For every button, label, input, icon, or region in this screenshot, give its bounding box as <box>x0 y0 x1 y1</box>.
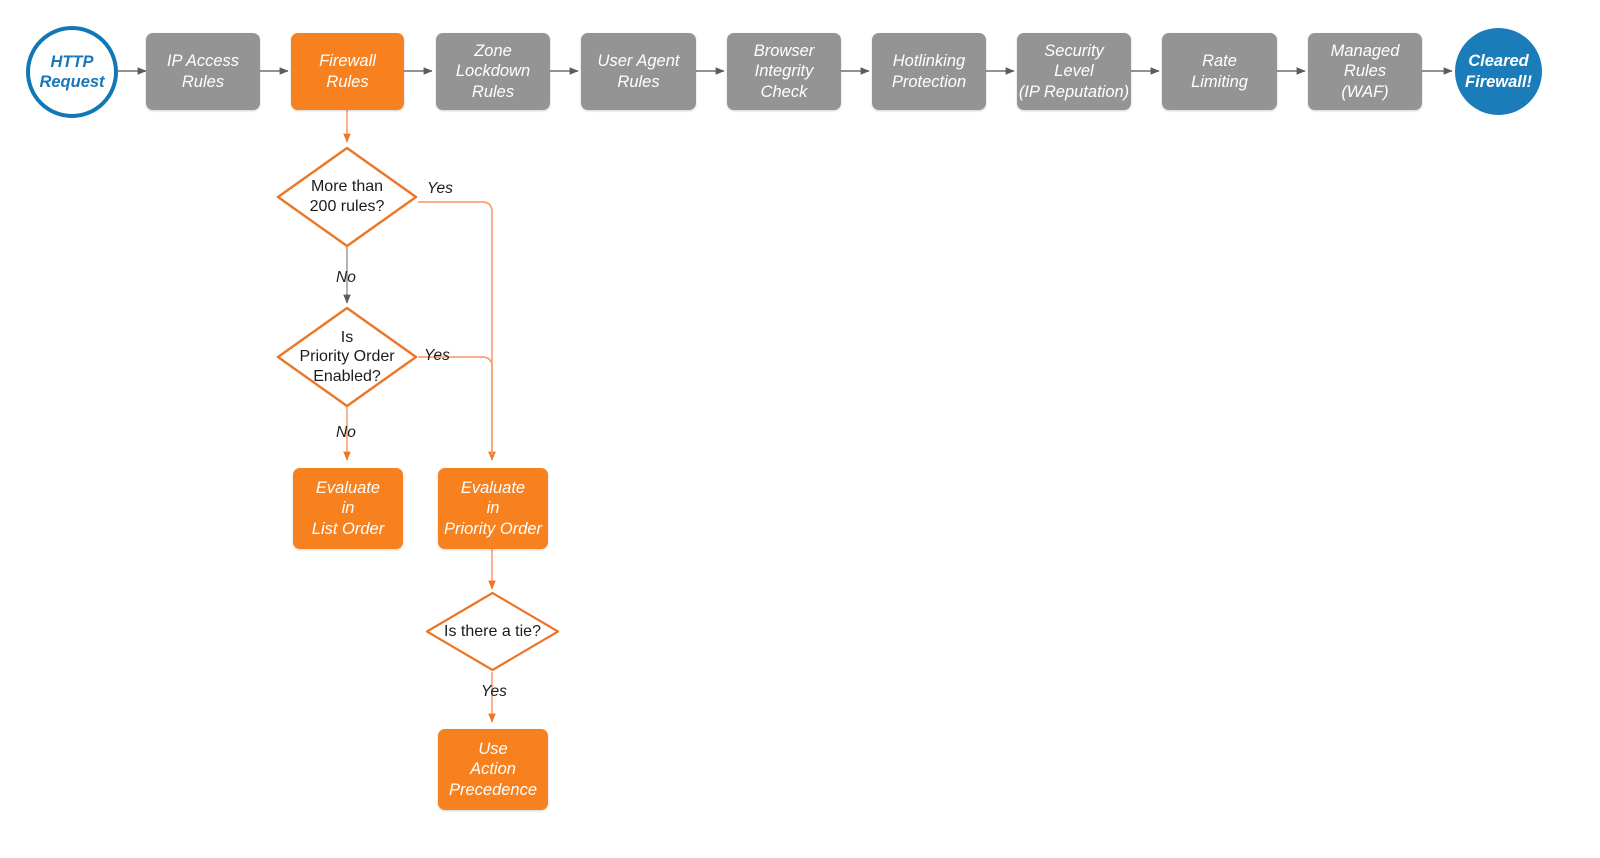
node-ip-access-rules-label: IP Access Rules <box>166 52 240 91</box>
node-use-action-precedence-label: Use Action Precedence <box>448 739 538 799</box>
edge-label-more200-no: No <box>336 269 356 286</box>
node-rate-limiting-label: Rate Limiting <box>1191 52 1248 91</box>
edge-priorityq-yes-join <box>418 356 493 455</box>
node-zone-lockdown-rules[interactable]: Zone Lockdown Rules <box>436 33 550 110</box>
node-firewall-rules-label: Firewall Rules <box>319 52 376 91</box>
node-rate-limiting[interactable]: Rate Limiting <box>1162 33 1277 110</box>
decision-is-there-a-tie[interactable]: Is there a tie? <box>424 590 561 673</box>
node-http-request-label: HTTP Request <box>39 52 105 91</box>
edge-more200-yes-to-priority-eval <box>418 201 496 461</box>
node-hotlinking-protection-label: Hotlinking Protection <box>891 52 967 91</box>
node-zone-lockdown-rules-label: Zone Lockdown Rules <box>455 41 531 101</box>
node-managed-rules-waf-label: Managed Rules (WAF) <box>1330 41 1400 101</box>
decision-is-priority-order-enabled[interactable]: Is Priority Order Enabled? <box>275 305 419 409</box>
node-managed-rules-waf[interactable]: Managed Rules (WAF) <box>1308 33 1422 110</box>
edge-label-priority-no: No <box>336 424 356 441</box>
node-browser-integrity-check[interactable]: Browser Integrity Check <box>727 33 841 110</box>
node-evaluate-in-priority-order[interactable]: Evaluate in Priority Order <box>438 468 548 549</box>
diamond-shape-icon <box>276 146 418 248</box>
diamond-shape-icon <box>276 306 418 408</box>
node-user-agent-rules[interactable]: User Agent Rules <box>581 33 696 110</box>
node-evaluate-in-list-order-label: Evaluate in List Order <box>311 478 385 538</box>
node-evaluate-in-list-order[interactable]: Evaluate in List Order <box>293 468 403 549</box>
node-cleared-firewall-label: Cleared Firewall! <box>1465 52 1532 91</box>
node-security-level-label: Security Level (IP Reputation) <box>1018 41 1130 101</box>
decision-is-there-a-tie-label: Is there a tie? <box>444 622 541 640</box>
node-hotlinking-protection[interactable]: Hotlinking Protection <box>872 33 986 110</box>
decision-more-than-200-rules-label: More than 200 rules? <box>309 178 385 215</box>
edge-label-tie-yes: Yes <box>481 683 507 700</box>
diamond-shape-icon <box>425 591 560 672</box>
node-security-level[interactable]: Security Level (IP Reputation) <box>1017 33 1131 110</box>
edge-label-priority-yes: Yes <box>424 347 450 364</box>
decision-more-than-200-rules[interactable]: More than 200 rules? <box>275 145 419 249</box>
node-ip-access-rules[interactable]: IP Access Rules <box>146 33 260 110</box>
node-http-request[interactable]: HTTP Request <box>26 26 118 118</box>
node-firewall-rules[interactable]: Firewall Rules <box>291 33 404 110</box>
node-browser-integrity-check-label: Browser Integrity Check <box>753 41 815 101</box>
node-cleared-firewall[interactable]: Cleared Firewall! <box>1455 28 1542 115</box>
node-user-agent-rules-label: User Agent Rules <box>597 52 680 91</box>
node-evaluate-in-priority-order-label: Evaluate in Priority Order <box>443 478 543 538</box>
edge-label-more200-yes: Yes <box>427 180 453 197</box>
node-use-action-precedence[interactable]: Use Action Precedence <box>438 729 548 810</box>
decision-is-priority-order-enabled-label: Is Priority Order Enabled? <box>299 328 395 385</box>
